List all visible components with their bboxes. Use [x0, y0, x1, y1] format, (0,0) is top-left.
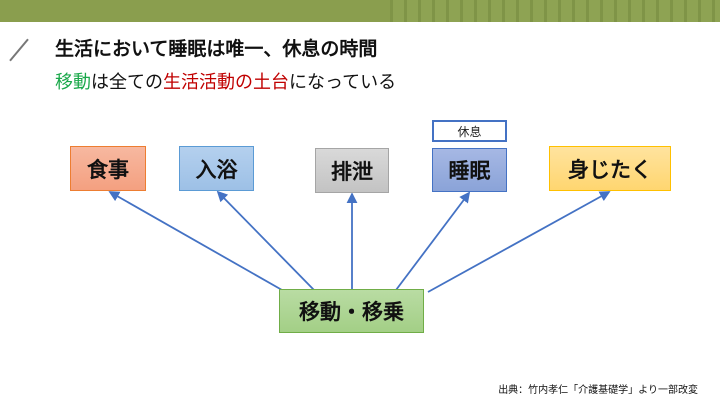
top-banner	[0, 0, 720, 22]
activity-meal: 食事	[70, 146, 146, 191]
sleep-rest-note: 休息	[432, 120, 507, 142]
slide-subtitle: 移動は全ての生活活動の土台になっている	[55, 68, 396, 94]
activity-toilet: 排泄	[315, 148, 389, 193]
arrow-to-meal	[108, 191, 283, 291]
source-citation: 出典：竹内孝仁「介護基礎学」より一部改変	[498, 385, 698, 396]
base-mobility-transfer: 移動・移乗	[279, 289, 424, 333]
banner-stripes	[390, 0, 720, 22]
arrow-to-sleep	[395, 191, 471, 291]
slide-title: 生活において睡眠は唯一、休息の時間	[55, 38, 378, 60]
activity-grooming: 身じたく	[549, 146, 671, 191]
activity-sleep: 睡眠	[432, 148, 507, 192]
activity-bath: 入浴	[179, 146, 254, 191]
arrow-to-bath	[216, 190, 315, 291]
subtitle-text-end: になっている	[289, 72, 397, 93]
subtitle-highlight-red: 生活活動の土台	[163, 72, 289, 93]
arrow-to-grooming	[427, 191, 611, 293]
subtitle-highlight-green: 移動	[55, 72, 91, 93]
subtitle-text: は全ての	[91, 72, 163, 93]
